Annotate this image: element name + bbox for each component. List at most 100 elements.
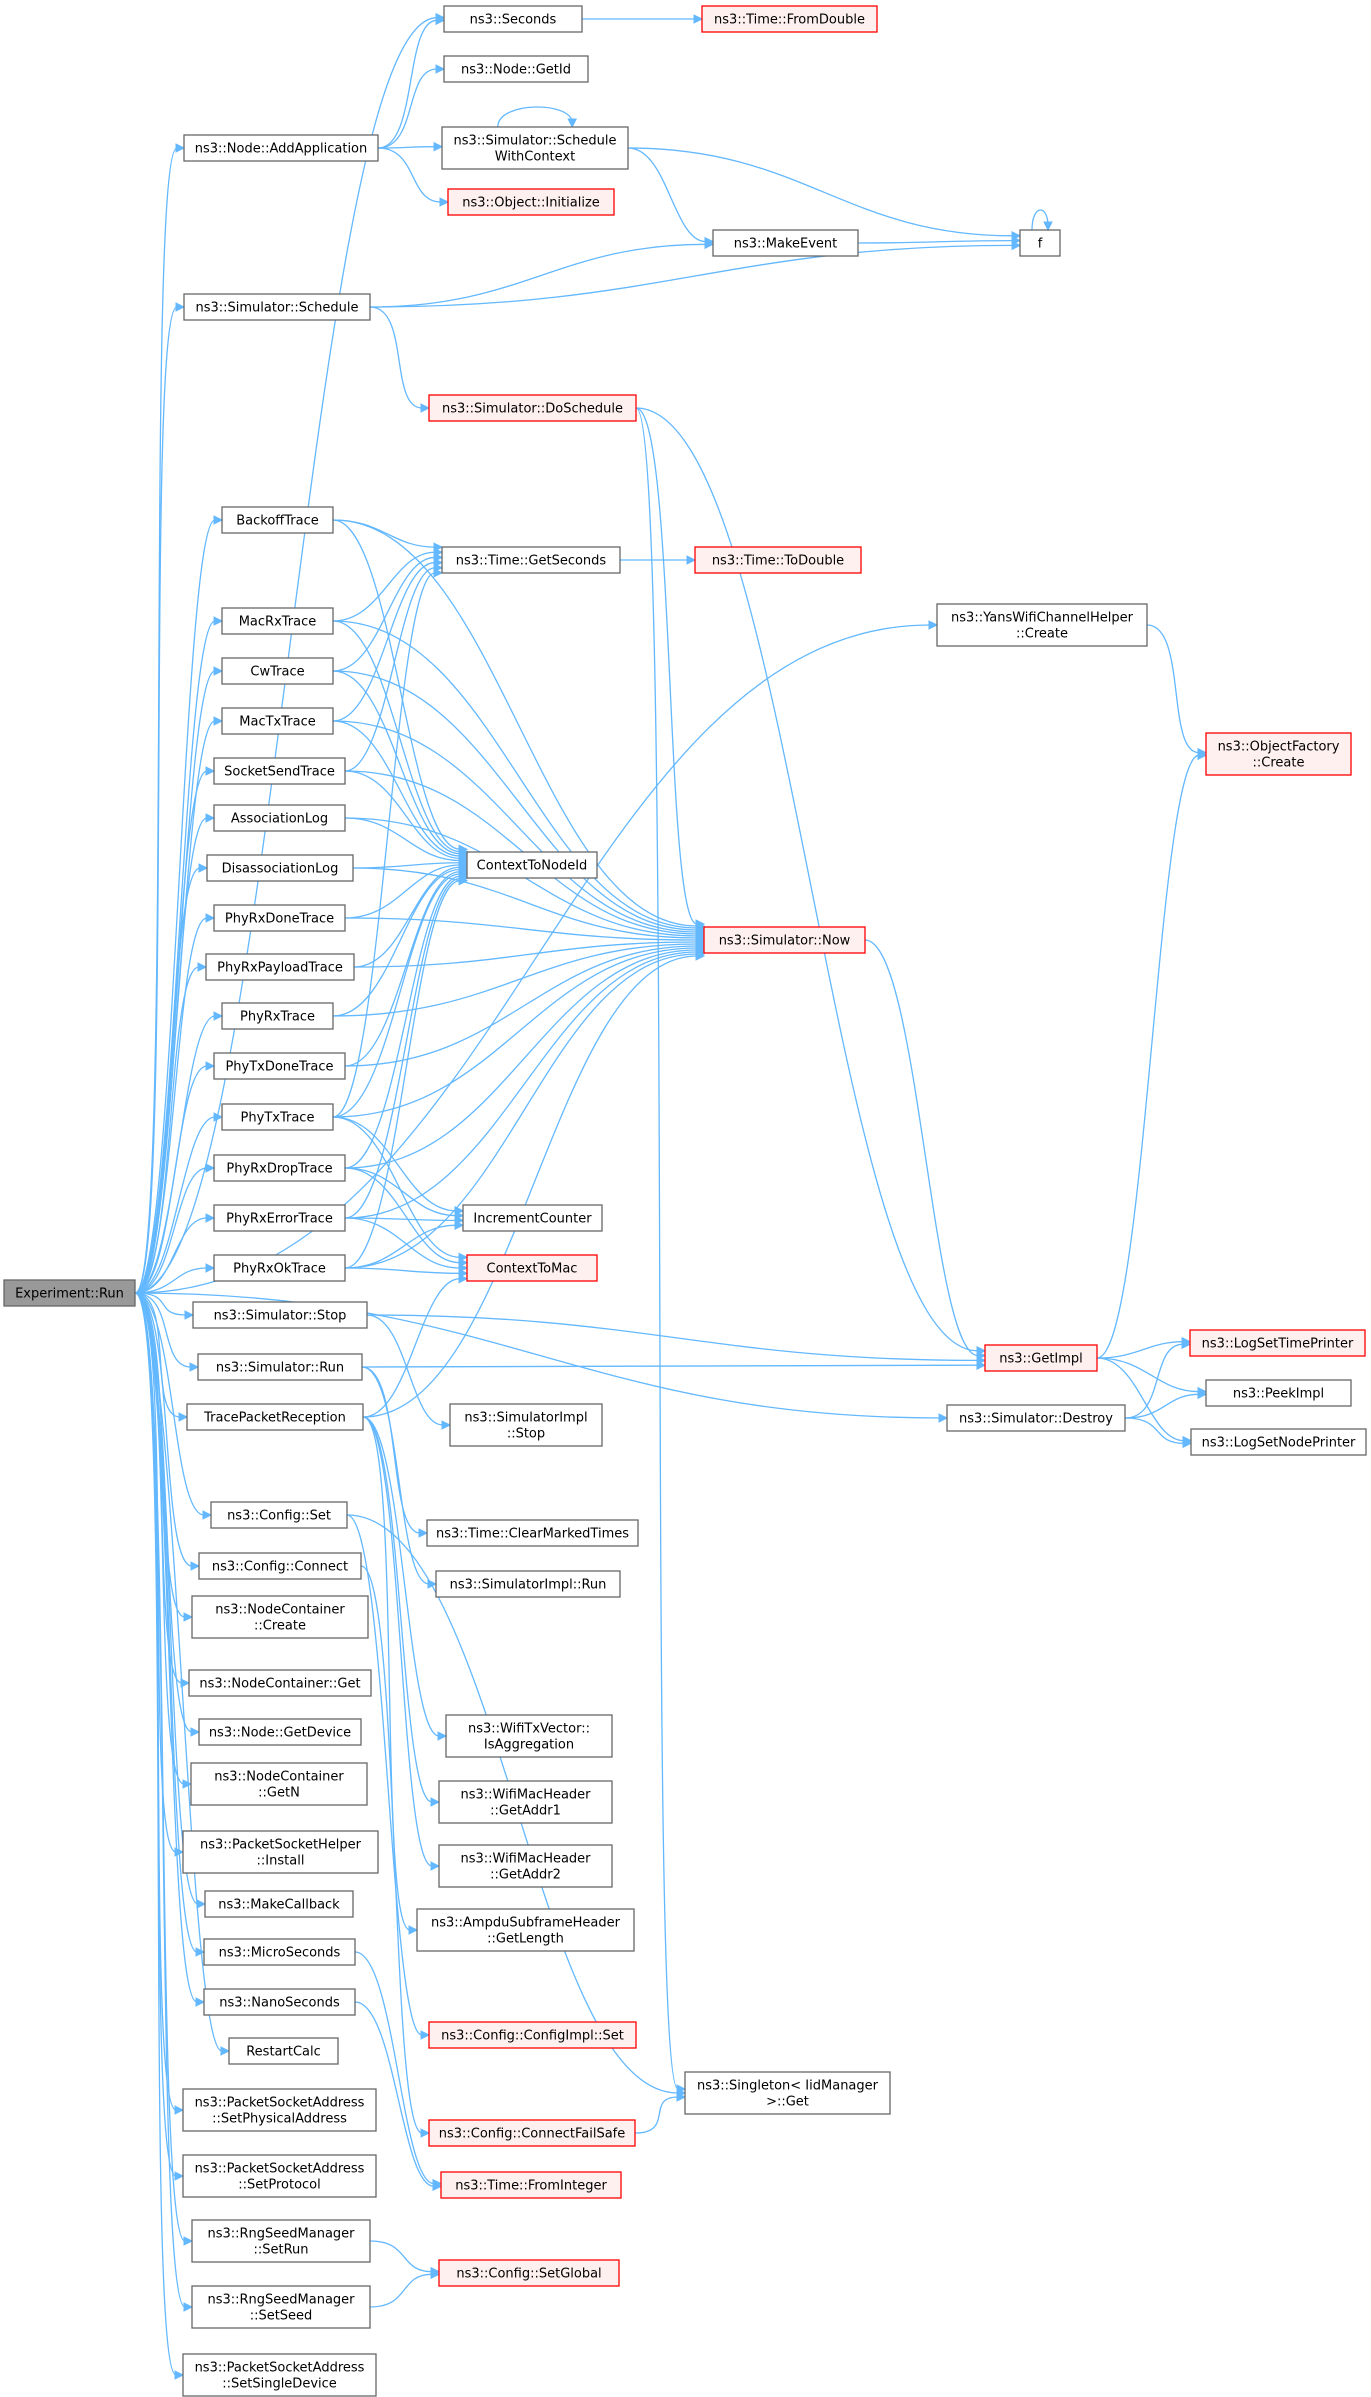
node-ncget[interactable]: ns3::NodeContainer::Get: [188, 1669, 372, 1697]
node-mactx[interactable]: MacTxTrace: [221, 707, 334, 735]
node-socksend[interactable]: SocketSendTrace: [213, 757, 346, 785]
node-box: [182, 2353, 377, 2397]
edge-phyrxdrop-to-ctxnode: [344, 871, 469, 1169]
node-doschedule[interactable]: ns3::Simulator::DoSchedule: [428, 394, 637, 422]
node-label: ns3::YansWifiChannelHelper: [951, 611, 1134, 626]
node-label: ::Create: [254, 1619, 306, 1634]
edge-configconnect-to-connectfs: [360, 1565, 431, 2138]
edge-run-to-setseed: [134, 1292, 194, 2312]
node-box: [441, 126, 629, 170]
node-implrun[interactable]: ns3::SimulatorImpl::Run: [435, 1570, 621, 1598]
node-getdevice[interactable]: ns3::Node::GetDevice: [198, 1718, 362, 1746]
node-phyrxpayload[interactable]: PhyRxPayloadTrace: [205, 953, 355, 981]
node-addapp[interactable]: ns3::Node::AddApplication: [183, 134, 379, 162]
node-configset[interactable]: ns3::Config::Set: [210, 1501, 348, 1529]
node-peekimpl[interactable]: ns3::PeekImpl: [1205, 1379, 1352, 1407]
node-todouble[interactable]: ns3::Time::ToDouble: [694, 546, 862, 574]
node-logtime[interactable]: ns3::LogSetTimePrinter: [1189, 1329, 1366, 1357]
node-inccounter[interactable]: IncrementCounter: [462, 1204, 603, 1232]
node-macrx[interactable]: MacRxTrace: [221, 607, 334, 635]
node-setrun[interactable]: ns3::RngSeedManager::SetRun: [191, 2219, 371, 2263]
edge-addapp-to-seconds: [377, 15, 446, 149]
edge-run-to-phytxdone: [134, 1061, 216, 1294]
node-simrun[interactable]: ns3::Simulator::Run: [197, 1353, 363, 1381]
node-addr2[interactable]: ns3::WifiMacHeader::GetAddr2: [438, 1844, 613, 1888]
node-tracepkt[interactable]: TracePacketReception: [186, 1403, 364, 1431]
node-phyrxok[interactable]: PhyRxOkTrace: [213, 1254, 346, 1282]
node-setglobal[interactable]: ns3::Config::SetGlobal: [438, 2259, 620, 2287]
node-phytxdone[interactable]: PhyTxDoneTrace: [213, 1052, 346, 1080]
node-seconds[interactable]: ns3::Seconds: [443, 5, 583, 33]
node-ctxnode[interactable]: ContextToNodeId: [466, 851, 598, 879]
node-run[interactable]: Experiment::Run: [3, 1279, 136, 1307]
node-label: >::Get: [766, 2095, 809, 2110]
edge-addapp-to-schedctx: [377, 141, 444, 152]
node-phyrx[interactable]: PhyRxTrace: [221, 1002, 334, 1030]
node-cfgimplset[interactable]: ns3::Config::ConfigImpl::Set: [428, 2021, 637, 2049]
node-phytx[interactable]: PhyTxTrace: [221, 1103, 334, 1131]
node-fromdouble[interactable]: ns3::Time::FromDouble: [701, 5, 878, 33]
node-setphys[interactable]: ns3::PacketSocketAddress::SetPhysicalAdd…: [182, 2088, 377, 2132]
node-ampdulen[interactable]: ns3::AmpduSubframeHeader::GetLength: [416, 1908, 635, 1952]
node-nano[interactable]: ns3::NanoSeconds: [203, 1988, 356, 2016]
node-micro[interactable]: ns3::MicroSeconds: [203, 1938, 356, 1966]
node-label: ns3::RngSeedManager: [207, 2227, 355, 2242]
node-label: ns3::PacketSocketHelper: [200, 1838, 362, 1853]
node-box: [441, 546, 621, 574]
node-setsingle[interactable]: ns3::PacketSocketAddress::SetSingleDevic…: [182, 2353, 377, 2397]
node-label: ::GetAddr2: [490, 1868, 561, 1883]
node-cw[interactable]: CwTrace: [221, 657, 334, 685]
node-label: ns3::Node::AddApplication: [195, 142, 368, 157]
node-addr1[interactable]: ns3::WifiMacHeader::GetAddr1: [438, 1780, 613, 1824]
node-getseconds[interactable]: ns3::Time::GetSeconds: [441, 546, 621, 574]
node-now[interactable]: ns3::Simulator::Now: [703, 926, 866, 954]
node-phyrxerror[interactable]: PhyRxErrorTrace: [213, 1204, 346, 1232]
node-box: [182, 2154, 377, 2198]
node-phyrxdrop[interactable]: PhyRxDropTrace: [213, 1154, 346, 1182]
node-ctxmac[interactable]: ContextToMac: [466, 1254, 598, 1282]
node-box: [213, 904, 346, 932]
node-psinstall[interactable]: ns3::PacketSocketHelper::Install: [182, 1830, 379, 1874]
node-clearmarked[interactable]: ns3::Time::ClearMarkedTimes: [426, 1519, 639, 1547]
node-getimpl[interactable]: ns3::GetImpl: [984, 1344, 1098, 1372]
node-phyrxdone[interactable]: PhyRxDoneTrace: [213, 904, 346, 932]
node-isagg[interactable]: ns3::WifiTxVector::IsAggregation: [445, 1714, 613, 1758]
node-destroy[interactable]: ns3::Simulator::Destroy: [946, 1404, 1126, 1432]
node-assoc[interactable]: AssociationLog: [213, 804, 346, 832]
node-box: [213, 1204, 346, 1232]
node-lognode[interactable]: ns3::LogSetNodePrinter: [1190, 1428, 1367, 1456]
edge-run-to-disassoc: [134, 863, 209, 1294]
edge-simrun-to-clearmarked: [361, 1366, 429, 1538]
node-makeevent[interactable]: ns3::MakeEvent: [712, 229, 859, 257]
node-yans[interactable]: ns3::YansWifiChannelHelper::Create: [936, 603, 1148, 647]
edge-run-to-phyrxok: [134, 1263, 216, 1294]
edge-phyrx-to-now: [332, 939, 706, 1017]
node-disassoc[interactable]: DisassociationLog: [206, 854, 354, 882]
node-schedule[interactable]: ns3::Simulator::Schedule: [183, 293, 371, 321]
node-getid[interactable]: ns3::Node::GetId: [443, 55, 589, 83]
node-makecb[interactable]: ns3::MakeCallback: [204, 1890, 354, 1918]
node-nccreate[interactable]: ns3::NodeContainer::Create: [191, 1595, 369, 1639]
node-ncgetn[interactable]: ns3::NodeContainer::GetN: [190, 1762, 368, 1806]
node-setproto[interactable]: ns3::PacketSocketAddress::SetProtocol: [182, 2154, 377, 2198]
edge-tracepkt-to-ctxmac: [362, 1273, 469, 1418]
node-connectfs[interactable]: ns3::Config::ConnectFailSafe: [428, 2119, 636, 2147]
node-label: PhyRxTrace: [240, 1010, 315, 1025]
node-implstop[interactable]: ns3::SimulatorImpl::Stop: [449, 1403, 603, 1447]
node-f[interactable]: f: [1019, 229, 1061, 257]
node-objfactory[interactable]: ns3::ObjectFactory::Create: [1205, 732, 1352, 776]
node-objinit[interactable]: ns3::Object::Initialize: [447, 188, 615, 216]
node-singleton[interactable]: ns3::Singleton< IidManager >::Get: [684, 2071, 891, 2115]
node-fromint[interactable]: ns3::Time::FromInteger: [440, 2171, 622, 2199]
node-label: ns3::Time::FromDouble: [714, 13, 865, 28]
node-setseed[interactable]: ns3::RngSeedManager::SetSeed: [191, 2285, 371, 2329]
node-backoff[interactable]: BackoffTrace: [221, 506, 334, 534]
node-box: [1019, 229, 1061, 257]
node-label: ::Create: [1253, 756, 1305, 771]
node-restart[interactable]: RestartCalc: [228, 2037, 339, 2065]
node-label: ns3::RngSeedManager: [207, 2293, 355, 2308]
node-stop[interactable]: ns3::Simulator::Stop: [192, 1301, 368, 1329]
node-configconnect[interactable]: ns3::Config::Connect: [198, 1552, 362, 1580]
node-label: ::Install: [257, 1854, 305, 1869]
